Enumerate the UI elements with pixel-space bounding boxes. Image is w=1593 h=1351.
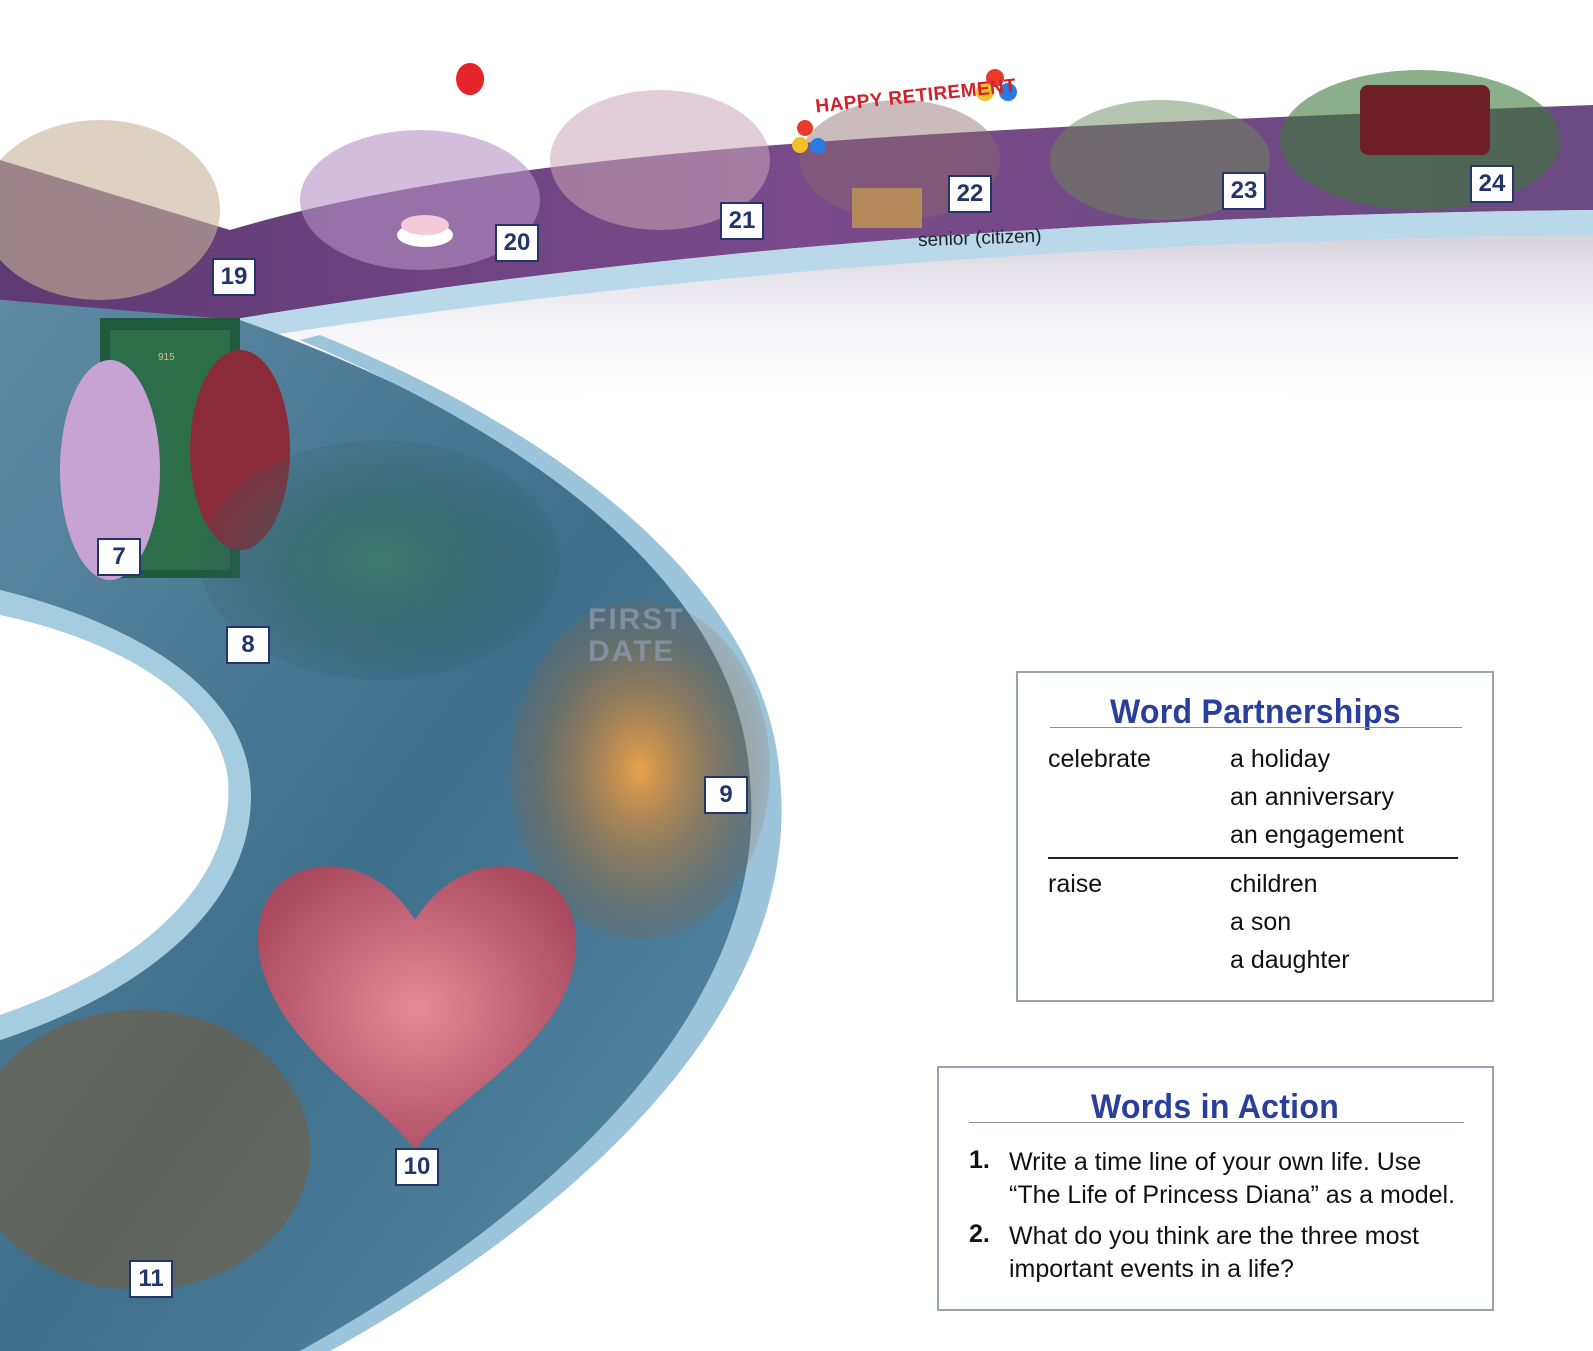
partnership-object: an anniversary — [1230, 783, 1394, 811]
event-number-10: 10 — [395, 1148, 439, 1186]
word-partnerships-title: Word Partnerships — [1110, 691, 1401, 731]
partnership-verb-raise: raise — [1048, 870, 1103, 898]
action-item-text: What do you think are the three most imp… — [1009, 1222, 1419, 1283]
event-number-8: 8 — [226, 626, 270, 664]
partnership-object: a holiday — [1230, 745, 1331, 773]
door-number: 915 — [158, 352, 175, 363]
word-partnerships-panel: Word Partnerships celebrate a holiday an… — [1016, 671, 1494, 1002]
event-number-22: 22 — [948, 175, 992, 213]
event-number-19: 19 — [212, 258, 256, 296]
words-in-action-panel: Words in Action 1. Write a time line of … — [937, 1066, 1494, 1311]
event-number-24: 24 — [1470, 165, 1514, 203]
action-item-number: 1. — [969, 1146, 990, 1174]
partnership-object: a daughter — [1230, 946, 1350, 974]
event-number-20: 20 — [495, 224, 539, 262]
title-rule — [1050, 727, 1462, 728]
partnership-object: a son — [1230, 908, 1292, 936]
partnership-verb-celebrate: celebrate — [1048, 745, 1151, 773]
partnership-object: children — [1230, 870, 1318, 898]
partnership-object: an engagement — [1230, 821, 1404, 849]
event-number-23: 23 — [1222, 172, 1266, 210]
action-item-number: 2. — [969, 1220, 990, 1248]
event-number-21: 21 — [720, 202, 764, 240]
first-date-sign-line-1: FIRST — [588, 603, 685, 636]
event-number-9: 9 — [704, 776, 748, 814]
senior-label: senior (citizen) — [917, 225, 1042, 252]
event-number-7: 7 — [97, 538, 141, 576]
first-date-sign: FIRST DATE — [588, 604, 685, 668]
title-rule — [969, 1122, 1464, 1123]
action-item-text: Write a time line of your own life. Use … — [1009, 1148, 1456, 1209]
words-in-action-title: Words in Action — [1091, 1086, 1340, 1126]
event-number-11: 11 — [129, 1260, 173, 1298]
group-divider — [1048, 857, 1458, 859]
first-date-sign-line-2: DATE — [588, 635, 676, 668]
